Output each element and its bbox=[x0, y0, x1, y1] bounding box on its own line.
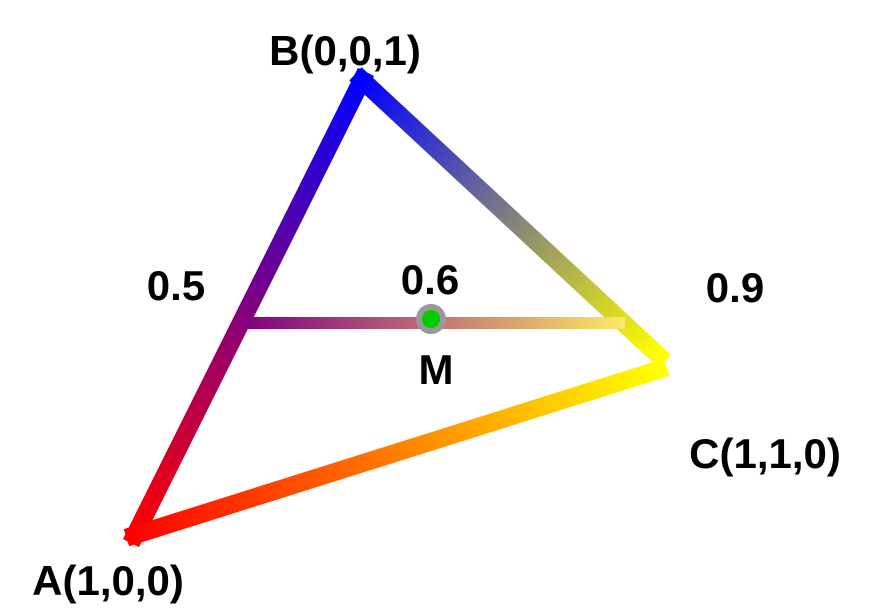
mid-value-label: 0.6 bbox=[401, 256, 459, 303]
edge-bc bbox=[349, 67, 671, 368]
edge-ab bbox=[122, 67, 375, 548]
point-m-label: M bbox=[419, 346, 454, 393]
vertex-c-label: C(1,1,0) bbox=[689, 430, 841, 477]
left-value-label: 0.5 bbox=[147, 262, 205, 309]
vertex-b-label: B(0,0,1) bbox=[269, 27, 421, 74]
right-value-label: 0.9 bbox=[706, 264, 764, 311]
edge-ac bbox=[123, 358, 670, 547]
vertex-a-label: A(1,0,0) bbox=[32, 557, 184, 604]
point-m-marker bbox=[416, 304, 446, 334]
